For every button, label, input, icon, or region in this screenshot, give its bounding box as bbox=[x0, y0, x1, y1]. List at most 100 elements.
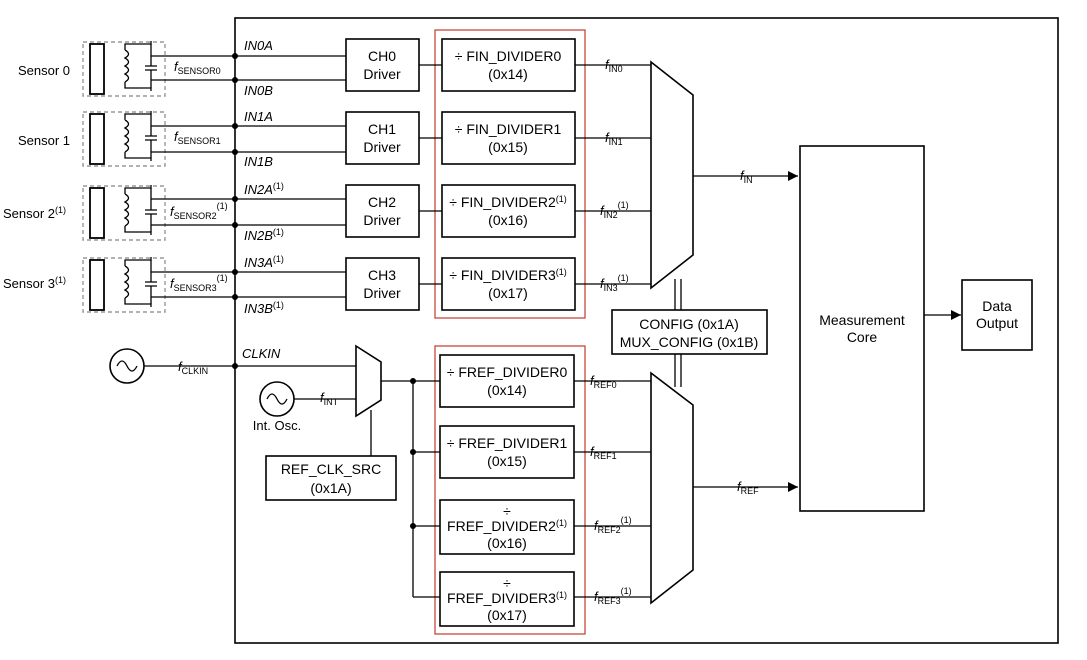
fref-divider3-label: FREF_DIVIDER3(1) bbox=[447, 590, 567, 606]
f-in1-label: fIN1 bbox=[605, 130, 623, 147]
sensor-2-row: Sensor 2(1) fSENSOR2(1) IN2A(1) IN2B(1) … bbox=[3, 181, 651, 243]
fref-divider-2: ÷ FREF_DIVIDER2(1) (0x16) fREF2(1) bbox=[439, 499, 651, 555]
pin-in2a: IN2A(1) bbox=[244, 181, 284, 197]
fref-divider2-label: FREF_DIVIDER2(1) bbox=[447, 518, 567, 534]
sensor-2-outline bbox=[82, 185, 166, 241]
fref-divider-1: ÷ FREF_DIVIDER1 (0x15) fREF1 bbox=[439, 425, 651, 479]
fin-divider3-label: ÷ FIN_DIVIDER3(1) bbox=[449, 267, 566, 283]
sensor-1-freq: fSENSOR1 bbox=[174, 129, 221, 146]
f-in0-label: fIN0 bbox=[605, 57, 623, 74]
fref-mux bbox=[650, 371, 694, 605]
sensor-0-outline bbox=[82, 41, 166, 97]
f-clkin-label: fCLKIN bbox=[178, 359, 208, 376]
pin-in1a: IN1A bbox=[244, 109, 273, 124]
fref-divider2-symbol: ÷ bbox=[503, 503, 511, 519]
sensor-0-capacitor-icon bbox=[145, 44, 157, 88]
sensor-1-outline bbox=[82, 111, 166, 167]
sensor-2-freq: fSENSOR2(1) bbox=[170, 201, 228, 221]
data-output-line2: Output bbox=[976, 315, 1018, 331]
ch3-driver-line2: Driver bbox=[363, 285, 401, 301]
sensor-1-label: Sensor 1 bbox=[18, 133, 70, 148]
fin-divider1-reg: (0x15) bbox=[488, 139, 528, 155]
fin-divider2-box bbox=[441, 184, 576, 238]
fin-divider-group bbox=[434, 29, 586, 319]
clock-source-mux bbox=[355, 344, 382, 418]
fin-divider1-box bbox=[441, 111, 576, 165]
pin-in0b: IN0B bbox=[244, 83, 273, 98]
sensor-3-inductor-icon bbox=[123, 257, 152, 307]
fin-divider2-reg: (0x16) bbox=[488, 212, 528, 228]
f-ref2-label: fREF2(1) bbox=[594, 515, 632, 535]
sensor-0-label: Sensor 0 bbox=[18, 63, 70, 78]
f-in-label: fIN bbox=[740, 168, 753, 185]
fin-divider3-reg: (0x17) bbox=[488, 285, 528, 301]
f-ref0-label: fREF0 bbox=[590, 373, 617, 390]
fin-divider3-box bbox=[441, 257, 576, 311]
ch0-driver-box bbox=[345, 38, 420, 92]
fref-divider0-label: ÷ FREF_DIVIDER0 bbox=[447, 364, 568, 380]
ch1-driver-line2: Driver bbox=[363, 139, 401, 155]
fref-divider1-reg: (0x15) bbox=[487, 453, 527, 469]
f-in-arrow-icon bbox=[788, 171, 798, 181]
sensor-1-coil bbox=[89, 113, 105, 165]
ch0-driver-line1: CH0 bbox=[368, 48, 396, 64]
fin-mux bbox=[650, 60, 694, 290]
config-line2: MUX_CONFIG (0x1B) bbox=[620, 334, 758, 350]
data-output-box bbox=[961, 279, 1033, 351]
config-line1: CONFIG (0x1A) bbox=[639, 316, 739, 332]
sensor-1-inductor-icon bbox=[123, 111, 152, 161]
sensor-1-row: Sensor 1 fSENSOR1 IN1A IN1B CH1 Driver ÷… bbox=[18, 109, 651, 169]
sensor-0-freq: fSENSOR0 bbox=[174, 59, 221, 76]
sensor-3-row: Sensor 3(1) fSENSOR3(1) IN3A(1) IN3B(1) … bbox=[3, 254, 651, 316]
pin-in0a: IN0A bbox=[244, 38, 273, 53]
ref-clk-src-line2: (0x1A) bbox=[310, 480, 351, 496]
fref-divider3-reg: (0x17) bbox=[487, 607, 527, 623]
int-osc-label: Int. Osc. bbox=[253, 418, 301, 433]
pin-in3b: IN3B(1) bbox=[244, 300, 284, 316]
fref-divider3-symbol: ÷ bbox=[503, 575, 511, 591]
ch1-driver-box bbox=[345, 111, 420, 165]
sensor-2-inductor-icon bbox=[123, 185, 152, 235]
sensor-1-capacitor-icon bbox=[145, 114, 157, 158]
measurement-core-box bbox=[799, 145, 925, 512]
measurement-core-line1: Measurement bbox=[819, 312, 905, 328]
measurement-core-line2: Core bbox=[847, 329, 878, 345]
f-ref1-label: fREF1 bbox=[590, 444, 617, 461]
pin-clkin: CLKIN bbox=[242, 346, 281, 361]
ref-clk-src-line1: REF_CLK_SRC bbox=[281, 461, 381, 477]
ch3-driver-line1: CH3 bbox=[368, 267, 396, 283]
f-ref-label: fREF bbox=[737, 479, 759, 496]
fin-divider0-reg: (0x14) bbox=[488, 66, 528, 82]
sensor-3-capacitor-icon bbox=[145, 260, 157, 304]
clock-section: fCLKIN CLKIN Int. Osc. fINT REF_CLK_SRC … bbox=[109, 344, 440, 598]
f-in2-label: fIN2(1) bbox=[600, 200, 629, 220]
sensor-3-coil bbox=[89, 259, 105, 311]
ch3-driver-box bbox=[345, 257, 420, 311]
data-output-line1: Data bbox=[982, 298, 1012, 314]
f-int-label: fINT bbox=[320, 390, 339, 407]
fin-divider0-box bbox=[441, 38, 576, 92]
sensor-2-coil bbox=[89, 187, 105, 239]
ch1-driver-line1: CH1 bbox=[368, 121, 396, 137]
f-ref3-label: fREF3(1) bbox=[594, 586, 632, 606]
sensor-0-row: Sensor 0 fSENSOR0 IN0A IN0B CH0 Driver ÷… bbox=[18, 38, 651, 98]
fref-divider2-reg: (0x16) bbox=[487, 535, 527, 551]
pin-in3a: IN3A(1) bbox=[244, 254, 284, 270]
f-ref-arrow-icon bbox=[788, 482, 798, 492]
fref-divider-0: ÷ FREF_DIVIDER0 (0x14) fREF0 bbox=[439, 354, 651, 408]
ch0-driver-line2: Driver bbox=[363, 66, 401, 82]
fref-divider-3: ÷ FREF_DIVIDER3(1) (0x17) fREF3(1) bbox=[439, 571, 651, 627]
fin-divider2-label: ÷ FIN_DIVIDER2(1) bbox=[449, 194, 566, 210]
ch2-driver-line2: Driver bbox=[363, 212, 401, 228]
config-box bbox=[611, 309, 768, 355]
pin-in2b: IN2B(1) bbox=[244, 227, 284, 243]
fref-divider1-label: ÷ FREF_DIVIDER1 bbox=[447, 435, 568, 451]
fref-divider0-reg: (0x14) bbox=[487, 382, 527, 398]
sensor-2-label: Sensor 2(1) bbox=[3, 205, 66, 221]
sensor-2-capacitor-icon bbox=[145, 188, 157, 232]
sensor-0-inductor-icon bbox=[123, 41, 152, 91]
chip-boundary bbox=[234, 17, 1059, 644]
sensor-3-freq: fSENSOR3(1) bbox=[170, 273, 228, 293]
sensor-0-coil bbox=[89, 43, 105, 95]
